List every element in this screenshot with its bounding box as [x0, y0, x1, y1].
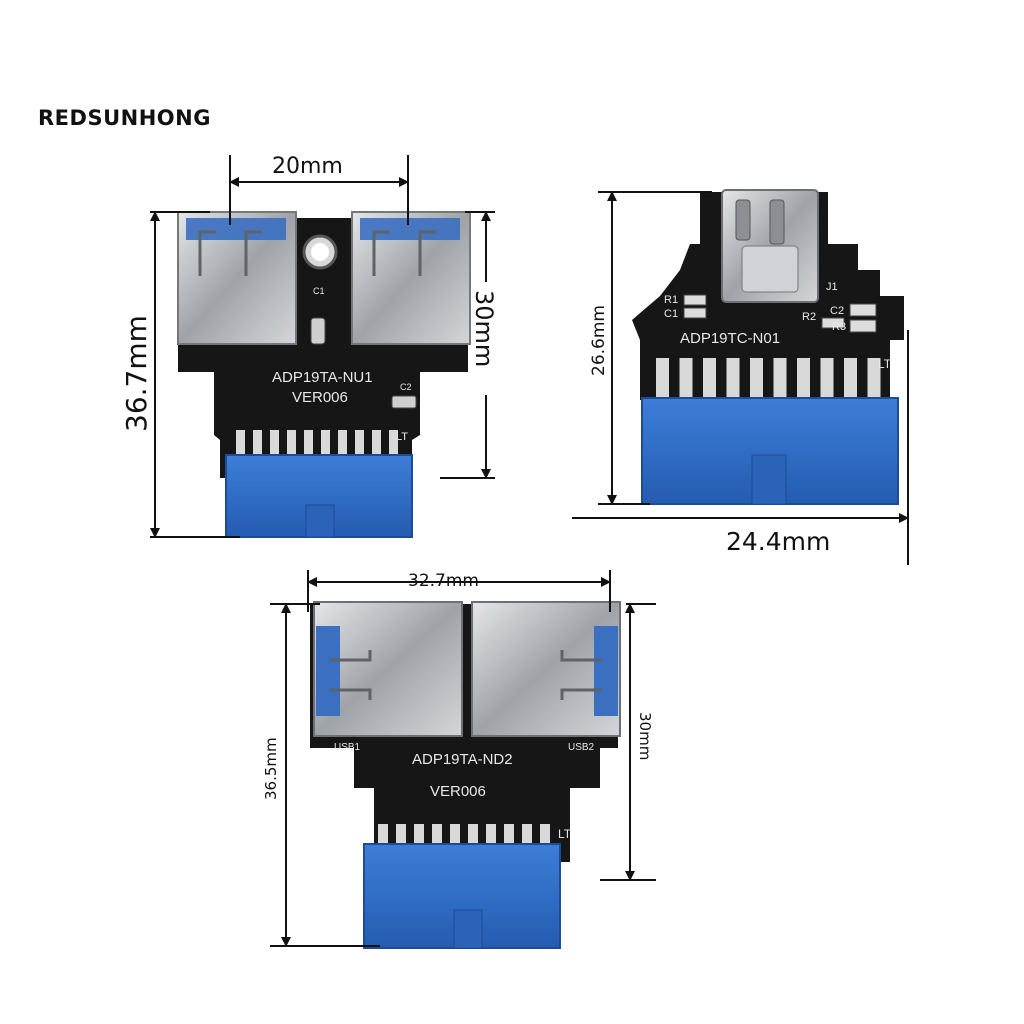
dim-width-top: 32.7mm: [408, 571, 479, 591]
r3-label: R3: [832, 321, 846, 333]
header-pin: [378, 824, 388, 848]
version-label: VER006: [292, 389, 348, 406]
header-pin: [797, 358, 810, 400]
header-pin: [450, 824, 460, 848]
header-pin: [540, 824, 550, 848]
header-pin: [236, 430, 245, 456]
header-pin: [338, 430, 347, 456]
dim-height: 26.6mm: [589, 305, 609, 376]
lt-label: LT: [558, 827, 572, 841]
header-pin: [321, 430, 330, 456]
version-label: VER006: [430, 783, 486, 800]
r2-label: R2: [802, 311, 816, 323]
header-pin: [844, 358, 857, 400]
header-pin: [750, 358, 763, 400]
board-nd2: USB1 USB2 ADP19TA-ND2 VER006 LT 32.7mm 3…: [262, 570, 656, 949]
r1-label: R1: [664, 294, 678, 306]
c1-label: C1: [313, 286, 325, 296]
header-pins: [236, 430, 398, 456]
header-pin: [287, 430, 296, 456]
usb1-label: USB1: [334, 742, 361, 753]
header-pin: [867, 358, 881, 400]
dim-width-top: 20mm: [272, 154, 343, 179]
header-pin: [726, 358, 740, 400]
header-pin: [304, 430, 313, 456]
lt-label: LT: [396, 431, 408, 443]
dim-right: 30mm: [470, 290, 498, 367]
header-pin: [389, 430, 398, 456]
header-pin: [253, 430, 262, 456]
header-pin: [372, 430, 381, 456]
header-pin: [414, 824, 424, 848]
dim-height: 36.7mm: [120, 315, 153, 432]
header-pin: [468, 824, 478, 848]
model-label: ADP19TC-N01: [680, 330, 780, 347]
blue-header-connector: [641, 397, 899, 505]
model-label: ADP19TA-NU1: [272, 369, 373, 386]
header-pins: [656, 358, 881, 400]
header-pin: [703, 358, 716, 400]
header-pin: [504, 824, 514, 848]
dim-height: 36.5mm: [262, 737, 280, 800]
c1-label: C1: [664, 308, 678, 320]
header-pin: [432, 824, 442, 848]
j1-label: J1: [826, 281, 838, 293]
header-pin: [773, 358, 787, 400]
board-tc: R1 C1 J1 R2 C2 R3 ADP19TC-N01 LT 26.6mm …: [572, 189, 909, 565]
header-pin: [656, 358, 669, 400]
dim-width: 24.4mm: [726, 527, 830, 556]
lt-label: LT: [878, 357, 892, 371]
header-pin: [820, 358, 834, 400]
board-nu1: C1 C2 ADP19TA-NU1 VER006 LT 20mm 36.7mm …: [120, 154, 498, 538]
header-pin: [679, 358, 693, 400]
c2-label: C2: [830, 305, 844, 317]
usb2-label: USB2: [568, 742, 595, 753]
brand-logo: REDSUNHONG: [38, 106, 211, 130]
header-pins: [378, 824, 550, 848]
model-label: ADP19TA-ND2: [412, 751, 513, 768]
header-pin: [522, 824, 532, 848]
header-pin: [355, 430, 364, 456]
header-pin: [270, 430, 279, 456]
header-pin: [486, 824, 496, 848]
header-pin: [396, 824, 406, 848]
c2-label: C2: [400, 382, 412, 392]
dim-right: 30mm: [636, 712, 654, 760]
